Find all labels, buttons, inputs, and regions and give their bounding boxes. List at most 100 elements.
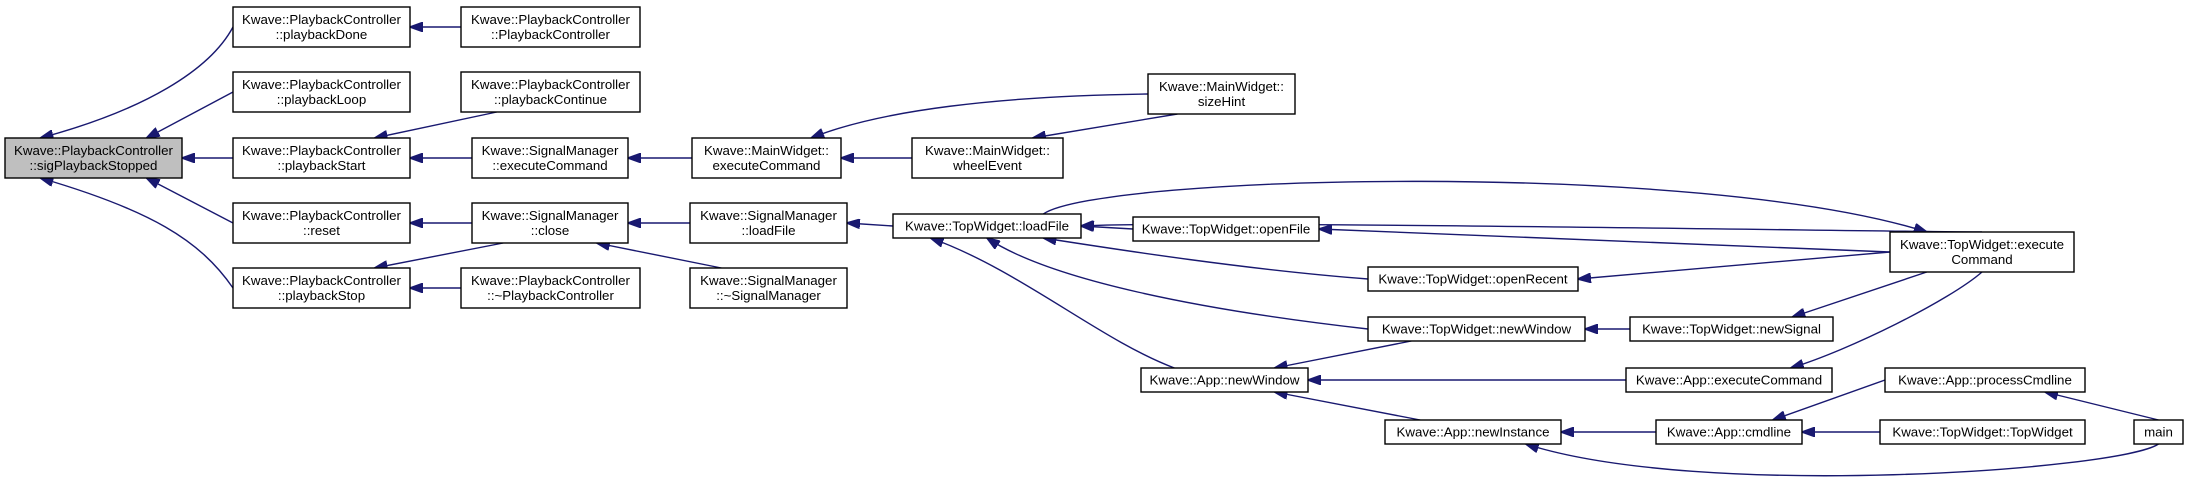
node-pc_start[interactable]: Kwave::PlaybackController::playbackStart xyxy=(232,137,411,179)
node-pc_ctor[interactable]: Kwave::PlaybackController::PlaybackContr… xyxy=(460,6,641,48)
node-label: ::~SignalManager xyxy=(716,288,821,303)
node-label: Kwave::TopWidget::TopWidget xyxy=(1892,425,2073,440)
node-box xyxy=(1140,367,1309,393)
node-root[interactable]: Kwave::PlaybackController::sigPlaybackSt… xyxy=(4,137,183,179)
edge-mw_size-to-mw_exec xyxy=(811,93,1149,138)
node-app_proc[interactable]: Kwave::App::processCmdline xyxy=(1884,367,2086,393)
node-label: ::playbackDone xyxy=(276,27,368,42)
node-label: Kwave::PlaybackController xyxy=(471,273,630,288)
edge-tw_load-to-tw_exec xyxy=(1043,180,1926,232)
node-box xyxy=(689,267,848,309)
node-label: Kwave::TopWidget::execute xyxy=(1900,237,2064,252)
node-label: Kwave::PlaybackController xyxy=(242,77,401,92)
node-box xyxy=(460,267,641,309)
node-app_newwin[interactable]: Kwave::App::newWindow xyxy=(1140,367,1309,393)
node-box xyxy=(892,213,1082,239)
edge-tw_exec-to-tw_open xyxy=(1319,229,1891,253)
node-sm_close[interactable]: Kwave::SignalManager::close xyxy=(471,202,629,244)
node-app_cmdline[interactable]: Kwave::App::cmdline xyxy=(1655,419,1803,445)
node-box xyxy=(1132,216,1320,242)
node-label: Kwave::MainWidget:: xyxy=(1159,79,1284,94)
node-label: Kwave::App::newWindow xyxy=(1149,373,1299,388)
node-box xyxy=(1367,266,1579,292)
node-label: Kwave::SignalManager xyxy=(482,143,619,158)
node-pc_reset[interactable]: Kwave::PlaybackController::reset xyxy=(232,202,411,244)
node-label: Kwave::App::cmdline xyxy=(1667,425,1791,440)
node-label: ::close xyxy=(531,223,569,238)
node-pc_loop[interactable]: Kwave::PlaybackController::playbackLoop xyxy=(232,71,411,113)
node-label: Kwave::PlaybackController xyxy=(14,143,173,158)
node-box xyxy=(1629,316,1834,342)
node-box xyxy=(460,6,641,48)
edge-tw_newwin-to-tw_load xyxy=(987,238,1369,330)
edge-pc_stop-to-root xyxy=(40,178,234,289)
node-tw_ctor[interactable]: Kwave::TopWidget::TopWidget xyxy=(1879,419,2086,445)
node-label: Kwave::SignalManager xyxy=(700,208,837,223)
node-box xyxy=(689,202,848,244)
node-box xyxy=(1889,231,2075,273)
node-label: Kwave::PlaybackController xyxy=(242,143,401,158)
edge-sm_dtor-to-sm_close xyxy=(597,243,722,269)
node-box xyxy=(911,137,1064,179)
node-box xyxy=(1367,316,1586,342)
node-box xyxy=(232,6,411,48)
node-label: ::PlaybackController xyxy=(491,27,611,42)
edge-tw_newwin-to-app_newwin xyxy=(1275,340,1412,368)
node-box xyxy=(471,202,629,244)
node-tw_exec[interactable]: Kwave::TopWidget::executeCommand xyxy=(1889,231,2075,273)
edge-tw_recent-to-tw_load xyxy=(1043,238,1369,280)
node-label: ::executeCommand xyxy=(492,158,607,173)
node-label: Kwave::TopWidget::openRecent xyxy=(1378,272,1568,287)
node-tw_recent[interactable]: Kwave::TopWidget::openRecent xyxy=(1367,266,1579,292)
edge-tw_exec-to-tw_recent xyxy=(1578,251,1891,279)
edge-pc_reset-to-root xyxy=(147,178,234,224)
node-label: Kwave::MainWidget:: xyxy=(925,143,1050,158)
node-box xyxy=(232,202,411,244)
node-app_exec[interactable]: Kwave::App::executeCommand xyxy=(1625,367,1833,393)
node-label: ::playbackLoop xyxy=(277,92,366,107)
edge-sm_close-to-pc_stop xyxy=(375,242,504,268)
node-label: Kwave::TopWidget::openFile xyxy=(1142,222,1311,237)
node-label: Kwave::TopWidget::loadFile xyxy=(905,219,1069,234)
edge-pc_loop-to-root xyxy=(147,91,234,138)
node-label: Kwave::App::processCmdline xyxy=(1898,373,2072,388)
edge-app_newwin-to-tw_load xyxy=(931,238,1175,369)
edge-mw_size-to-mw_wheel xyxy=(1033,113,1178,138)
node-app_newinst[interactable]: Kwave::App::newInstance xyxy=(1384,419,1562,445)
node-pc_done[interactable]: Kwave::PlaybackController::playbackDone xyxy=(232,6,411,48)
node-sm_exec[interactable]: Kwave::SignalManager::executeCommand xyxy=(471,137,629,179)
node-sm_load[interactable]: Kwave::SignalManager::loadFile xyxy=(689,202,848,244)
node-label: ::~PlaybackController xyxy=(487,288,614,303)
node-pc_continue[interactable]: Kwave::PlaybackController::playbackConti… xyxy=(460,71,641,113)
node-tw_newsig[interactable]: Kwave::TopWidget::newSignal xyxy=(1629,316,1834,342)
edge-tw_load-to-sm_load xyxy=(847,223,894,226)
node-label: Kwave::TopWidget::newWindow xyxy=(1382,322,1572,337)
edge-app_newinst-to-app_newwin xyxy=(1275,392,1421,421)
node-sm_dtor[interactable]: Kwave::SignalManager::~SignalManager xyxy=(689,267,848,309)
node-box xyxy=(232,71,411,113)
node-label: wheelEvent xyxy=(952,158,1022,173)
node-tw_open[interactable]: Kwave::TopWidget::openFile xyxy=(1132,216,1320,242)
edge-pc_done-to-root xyxy=(40,26,234,138)
node-box xyxy=(232,267,411,309)
node-main[interactable]: main xyxy=(2133,419,2184,445)
node-pc_dtor[interactable]: Kwave::PlaybackController::~PlaybackCont… xyxy=(460,267,641,309)
node-label: Kwave::PlaybackController xyxy=(242,208,401,223)
node-mw_exec[interactable]: Kwave::MainWidget::executeCommand xyxy=(691,137,842,179)
node-mw_size[interactable]: Kwave::MainWidget::sizeHint xyxy=(1147,73,1296,115)
node-label: Kwave::PlaybackController xyxy=(471,12,630,27)
node-mw_wheel[interactable]: Kwave::MainWidget::wheelEvent xyxy=(911,137,1064,179)
node-label: executeCommand xyxy=(713,158,821,173)
nodes-layer: Kwave::PlaybackController::sigPlaybackSt… xyxy=(4,6,2184,445)
edge-tw_open-to-tw_load xyxy=(1081,226,1134,229)
node-label: Command xyxy=(1951,252,2012,267)
edge-tw_exec-to-tw_newsig xyxy=(1792,271,1928,317)
node-tw_newwin[interactable]: Kwave::TopWidget::newWindow xyxy=(1367,316,1586,342)
edge-main-to-app_proc xyxy=(2045,392,2159,421)
node-pc_stop[interactable]: Kwave::PlaybackController::playbackStop xyxy=(232,267,411,309)
node-box xyxy=(1625,367,1833,393)
node-tw_load[interactable]: Kwave::TopWidget::loadFile xyxy=(892,213,1082,239)
node-label: ::playbackStop xyxy=(278,288,365,303)
node-label: Kwave::PlaybackController xyxy=(471,77,630,92)
